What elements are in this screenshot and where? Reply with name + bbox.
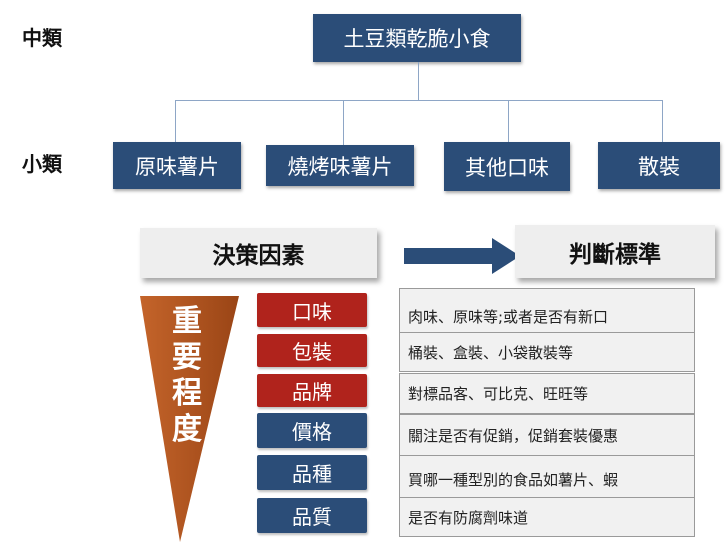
small-category-box: 原味薯片: [113, 142, 241, 189]
connector: [508, 100, 509, 142]
small-category-box: 散裝: [598, 142, 720, 189]
criterion-taste: 肉味、原味等;或者是否有新口: [399, 288, 695, 333]
criterion-quality: 是否有防腐劑味道: [399, 497, 695, 537]
small-category-box: 燒烤味薯片: [266, 145, 414, 186]
factor-packaging: 包裝: [257, 334, 367, 367]
small-category-label: 小類: [22, 152, 62, 176]
small-category-box: 其他口味: [444, 142, 570, 191]
importance-triangle: [140, 296, 239, 542]
factors-header: 決策因素: [140, 228, 377, 278]
factor-brand: 品牌: [257, 374, 367, 407]
connector: [175, 100, 176, 142]
importance-label: 重要程度: [172, 304, 202, 447]
connector: [662, 100, 663, 142]
criterion-brand: 對標品客、可比克、旺旺等: [399, 373, 695, 414]
criterion-price: 關注是否有促銷，促銷套裝優惠: [399, 414, 695, 456]
factor-variety: 品種: [257, 455, 367, 490]
criterion-packaging: 桶裝、盒裝、小袋散裝等: [399, 332, 695, 372]
criteria-header: 判斷標準: [515, 225, 715, 278]
connector: [175, 100, 662, 101]
criterion-variety: 買哪一種型別的食品如薯片、蝦: [399, 455, 695, 498]
middle-category-label: 中類: [22, 26, 62, 50]
factor-taste: 口味: [257, 293, 367, 327]
arrow-right-icon: [404, 238, 520, 274]
connector: [418, 62, 419, 101]
factor-price: 價格: [257, 413, 367, 448]
middle-category-box: 土豆類乾脆小食: [313, 14, 521, 62]
factor-quality: 品質: [257, 498, 367, 533]
connector: [343, 100, 344, 145]
